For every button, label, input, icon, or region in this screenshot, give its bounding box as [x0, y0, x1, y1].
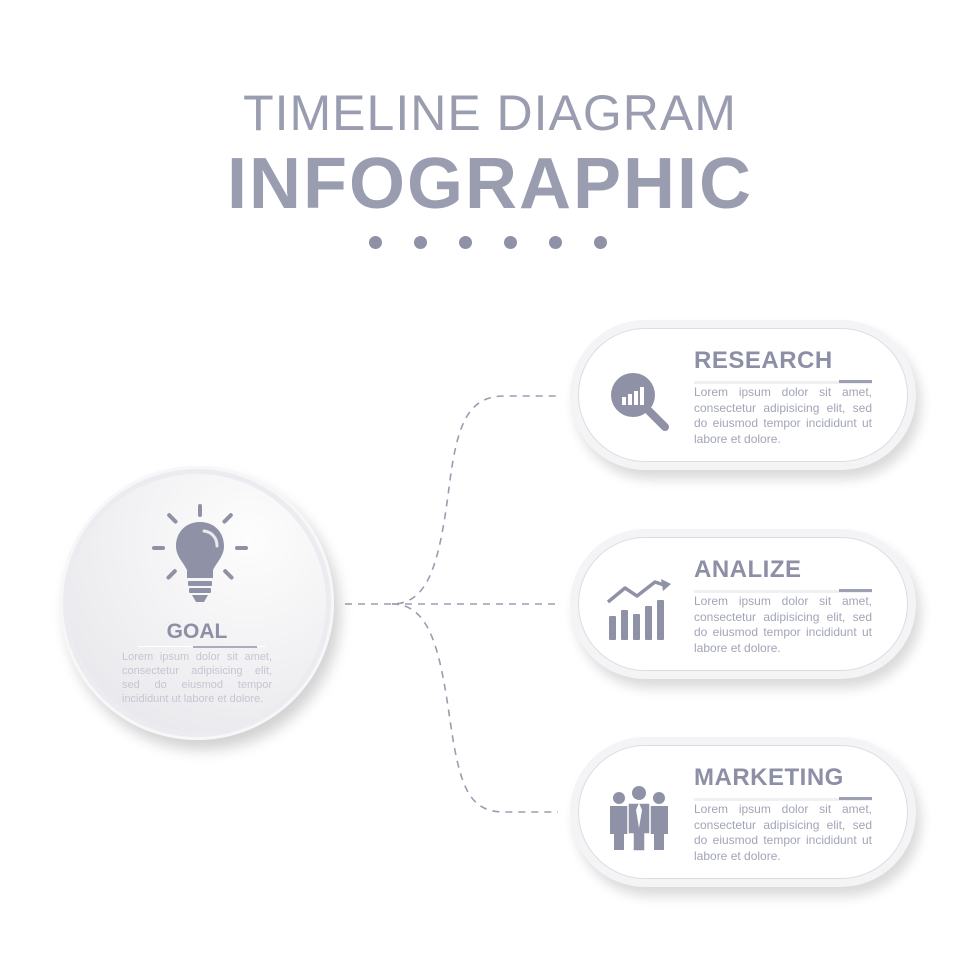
dot — [414, 236, 427, 249]
goal-divider — [193, 646, 257, 648]
step-card-analize: ANALIZE Lorem ipsum dolor sit amet, cons… — [570, 529, 916, 679]
dot — [549, 236, 562, 249]
dot — [459, 236, 472, 249]
step-description: Lorem ipsum dolor sit amet, consectetur … — [694, 802, 872, 863]
lightbulb-icon — [152, 504, 248, 602]
card-inner: MARKETING Lorem ipsum dolor sit amet, co… — [578, 745, 908, 879]
step-card-marketing: MARKETING Lorem ipsum dolor sit amet, co… — [570, 737, 916, 887]
goal-label: GOAL — [166, 620, 228, 643]
dot — [504, 236, 517, 249]
step-divider-light — [694, 798, 872, 801]
step-title: ANALIZE — [694, 556, 802, 583]
step-divider — [839, 797, 872, 800]
dot — [369, 236, 382, 249]
goal-description: Lorem ipsum dolor sit amet, consectetur … — [122, 651, 272, 705]
card-inner: RESEARCH Lorem ipsum dolor sit amet, con… — [578, 328, 908, 462]
step-divider-light — [694, 381, 872, 384]
connector-to-research — [345, 395, 558, 605]
goal-circle: GOAL Lorem ipsum dolor sit amet, consect… — [60, 466, 334, 740]
step-divider — [839, 589, 872, 592]
title-line-1: TIMELINE DIAGRAM — [243, 85, 737, 141]
connector-to-marketing — [391, 603, 558, 813]
card-inner: ANALIZE Lorem ipsum dolor sit amet, cons… — [578, 537, 908, 671]
step-description: Lorem ipsum dolor sit amet, consectetur … — [694, 385, 872, 446]
goal-circle-inner: GOAL Lorem ipsum dolor sit amet, consect… — [68, 474, 326, 732]
decorative-dots — [369, 236, 607, 249]
step-title: RESEARCH — [694, 347, 833, 374]
step-title: MARKETING — [694, 764, 844, 791]
step-card-research: RESEARCH Lorem ipsum dolor sit amet, con… — [570, 320, 916, 470]
step-divider — [839, 380, 872, 383]
step-description: Lorem ipsum dolor sit amet, consectetur … — [694, 594, 872, 655]
step-divider-light — [694, 590, 872, 593]
team-people-icon — [610, 786, 668, 852]
bar-chart-trend-icon — [606, 579, 671, 640]
dot — [594, 236, 607, 249]
title-line-2: INFOGRAPHIC — [227, 144, 753, 224]
magnifier-chart-icon — [611, 373, 669, 431]
